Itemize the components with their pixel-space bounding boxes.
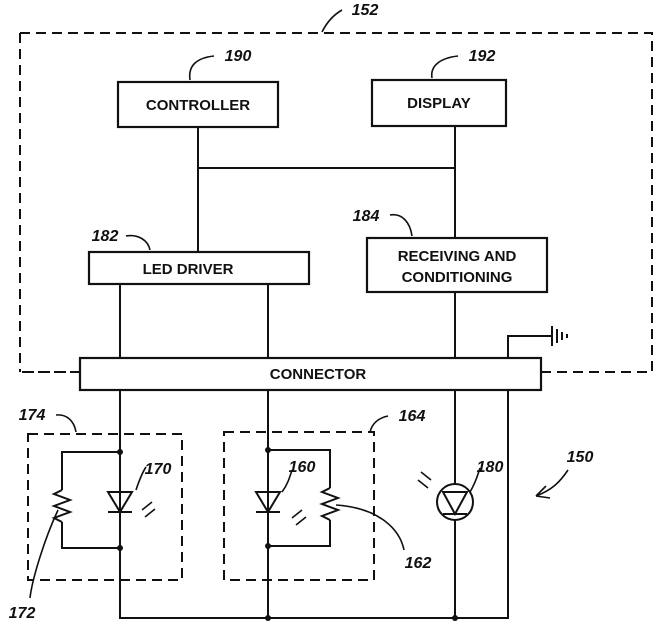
ref-164: 164 [399,408,426,425]
ref-180: 180 [477,459,504,476]
connector-label: CONNECTOR [270,366,367,383]
photodetector-180-incident-light-icon [418,472,431,488]
led-170-emission-icon [142,502,155,517]
display-label: DISPLAY [407,95,471,112]
ref-160: 160 [289,459,316,476]
ground-icon [552,326,567,346]
resistor-162 [322,488,338,520]
ref-170: 170 [145,461,172,478]
enclosure-152 [20,33,652,372]
ref-172: 172 [9,605,36,622]
module-164 [224,432,374,580]
ref-152: 152 [352,2,379,19]
resistor-172 [54,490,70,522]
controller-label: CONTROLLER [146,97,250,114]
ref-190: 190 [225,48,252,65]
ref-150: 150 [567,449,594,466]
ref-150-arrow [536,470,568,498]
receiving-label-line2: CONDITIONING [402,269,513,286]
led-160-emission-icon [292,510,306,525]
ref-192: 192 [469,48,496,65]
ground-wire [508,336,552,358]
led-driver-label: LED DRIVER [143,261,234,278]
ref-174: 174 [19,407,46,424]
ref-182: 182 [92,228,119,245]
receiving-label-line1: RECEIVING AND [398,248,517,265]
controller-display-bus [198,126,455,252]
module-174 [28,434,182,580]
ref-162: 162 [405,555,432,572]
ref-184: 184 [353,208,380,225]
